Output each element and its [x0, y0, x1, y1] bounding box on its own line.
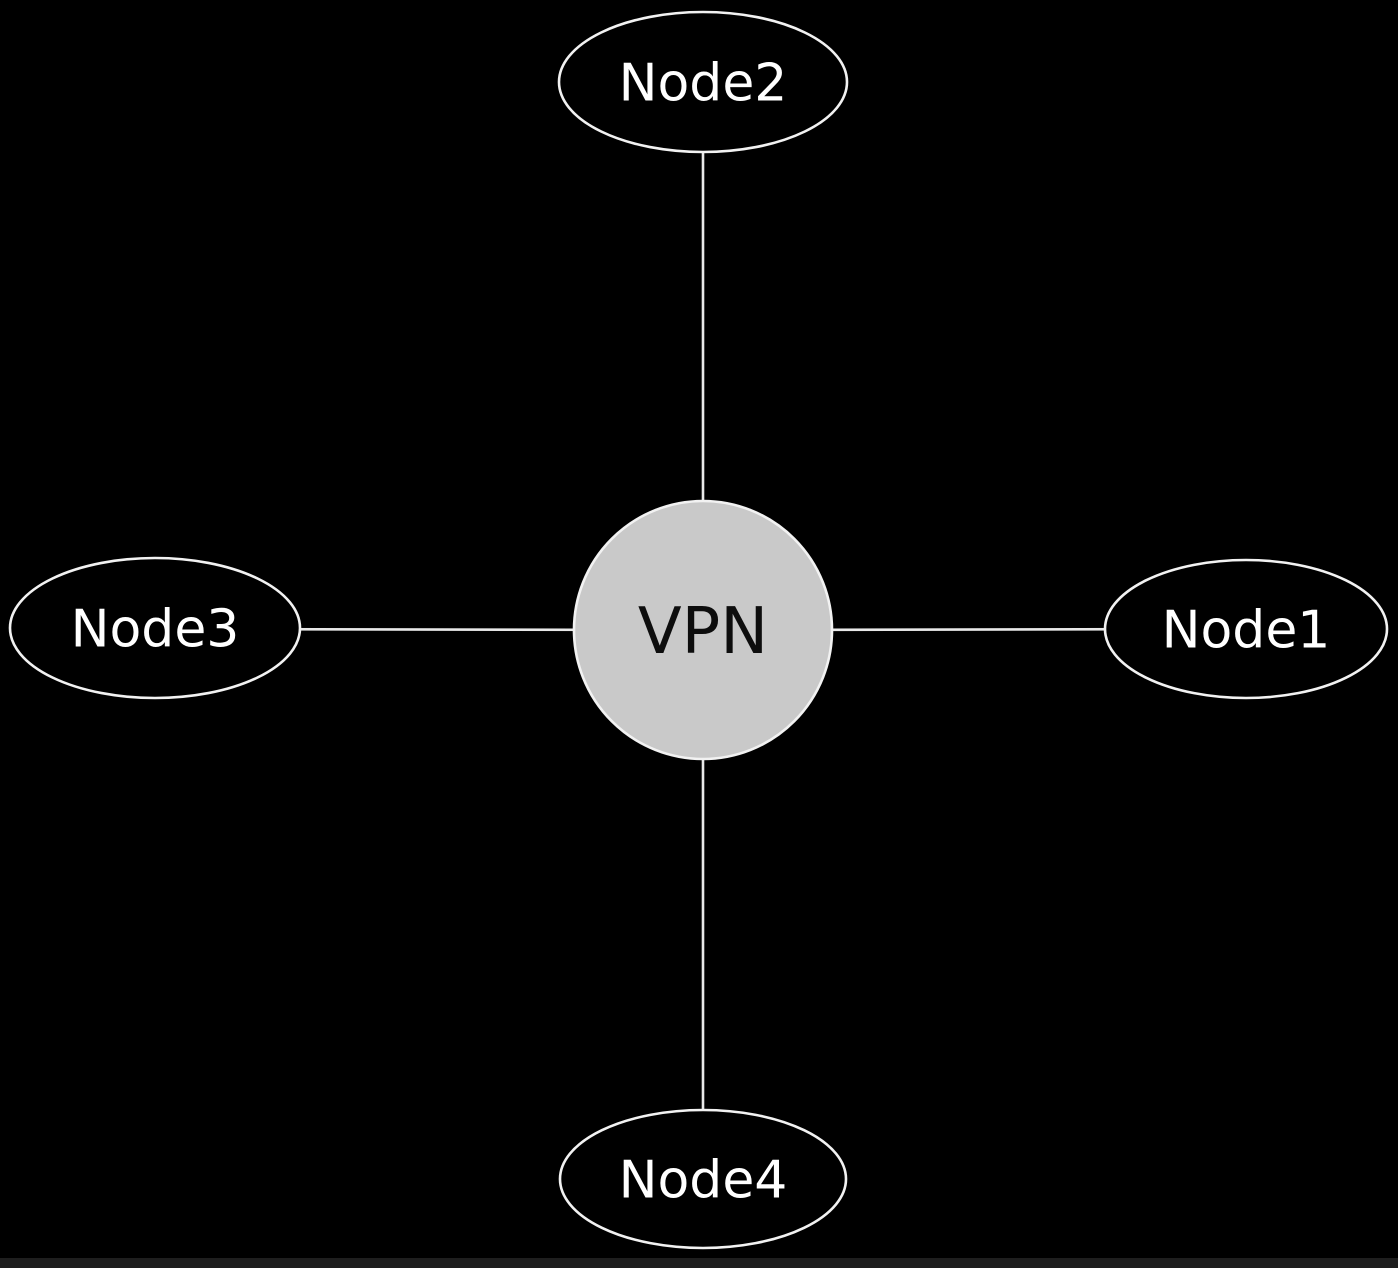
- bottom-edge-strip: [0, 1258, 1398, 1268]
- node-node4: Node4: [558, 1108, 848, 1250]
- node-node2: Node2: [557, 10, 849, 154]
- node3-ellipse: [8, 556, 302, 700]
- vpn-circle: [572, 499, 834, 761]
- node2-ellipse: [557, 10, 849, 154]
- node2-label: Node2: [619, 54, 788, 114]
- node3-label: Node3: [71, 600, 240, 660]
- node4-ellipse: [558, 1108, 848, 1250]
- node-node3: Node3: [8, 556, 302, 700]
- node-vpn: VPN: [572, 499, 834, 761]
- vpn-label: VPN: [638, 595, 768, 669]
- node-node1: Node1: [1103, 558, 1389, 700]
- node1-label: Node1: [1162, 601, 1331, 661]
- node4-label: Node4: [619, 1151, 788, 1211]
- node1-ellipse: [1103, 558, 1389, 700]
